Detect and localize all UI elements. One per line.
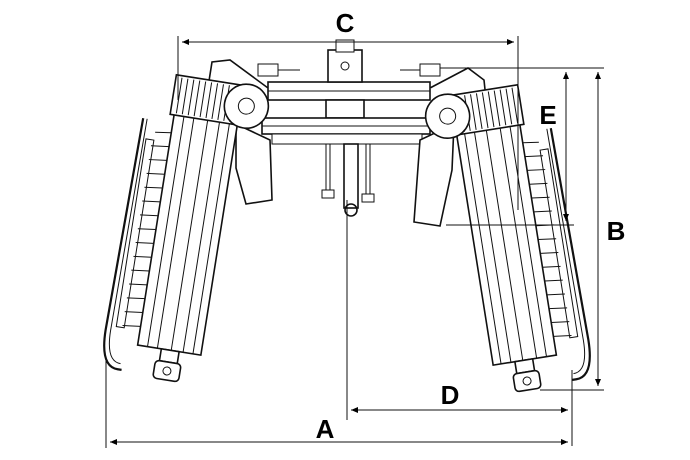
dimension-a-label: A bbox=[316, 414, 335, 444]
dimension-a: A bbox=[105, 360, 568, 448]
right-brush-arm bbox=[421, 77, 596, 401]
dimension-b: B bbox=[540, 67, 626, 391]
dimension-c-label: C bbox=[336, 8, 355, 38]
dimension-d: D bbox=[351, 370, 573, 446]
dimension-b-label: B bbox=[607, 216, 626, 246]
dimension-e-label: E bbox=[539, 100, 556, 130]
left-brush-arm bbox=[98, 67, 273, 391]
dimension-d-label: D bbox=[441, 380, 460, 410]
dimension-c: C bbox=[177, 8, 519, 210]
dimension-e: E bbox=[440, 67, 574, 226]
